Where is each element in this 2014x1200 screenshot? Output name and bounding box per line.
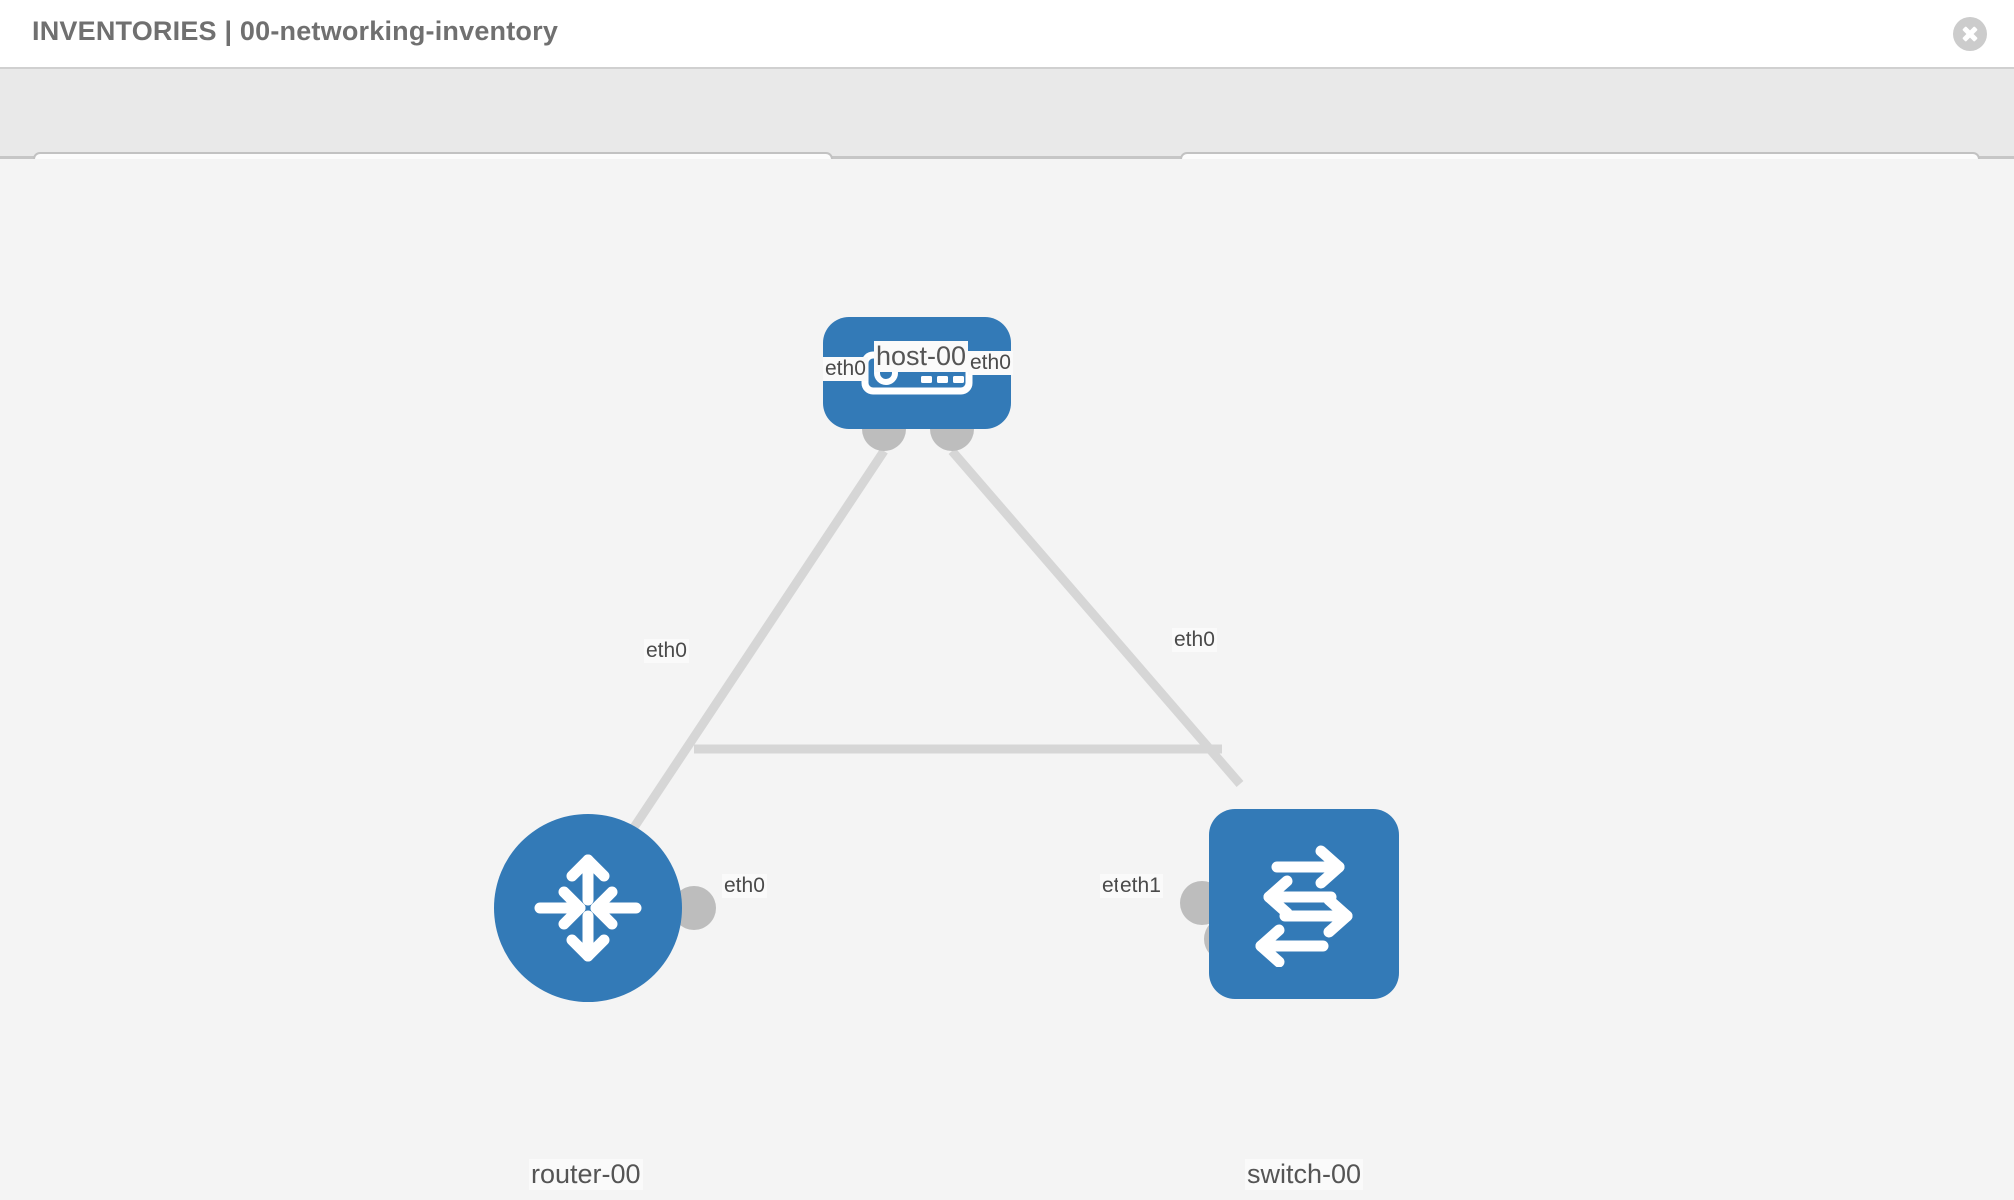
- edge-label-host-eth0-left: eth0: [823, 357, 868, 381]
- topology-node-label-switch-00: switch-00: [1245, 1159, 1364, 1190]
- topology-node-switch-00[interactable]: [1209, 809, 1399, 999]
- edge-host-switch: [948, 448, 1244, 787]
- topology-node-router-00[interactable]: [494, 814, 682, 1002]
- close-icon[interactable]: [1953, 17, 1987, 51]
- router-arrows-icon: [534, 854, 642, 962]
- edge-label-switch-eth1-front: eth1: [1118, 874, 1163, 898]
- topology-canvas[interactable]: host-00 router-00 switch-00 eth0 eth0 et…: [0, 159, 2014, 1200]
- page-header: INVENTORIES | 00-networking-inventory: [0, 0, 2014, 69]
- toolbar: ACTIONS SEARCH: [0, 69, 2014, 210]
- edge-label-router-eth0-right: eth0: [722, 874, 767, 898]
- switch-arrows-icon: [1255, 845, 1353, 967]
- edge-host-router: [617, 448, 888, 850]
- page-title: INVENTORIES | 00-networking-inventory: [32, 16, 559, 46]
- topology-node-label-host-00: host-00: [874, 341, 969, 372]
- edge-label-host-eth0-right: eth0: [968, 351, 1013, 375]
- edge-label-router-eth0-up: eth0: [644, 639, 689, 663]
- topology-node-label-router-00: router-00: [529, 1159, 643, 1190]
- edge-label-switch-eth0-up: eth0: [1172, 628, 1217, 652]
- topology-edges: [617, 448, 1244, 850]
